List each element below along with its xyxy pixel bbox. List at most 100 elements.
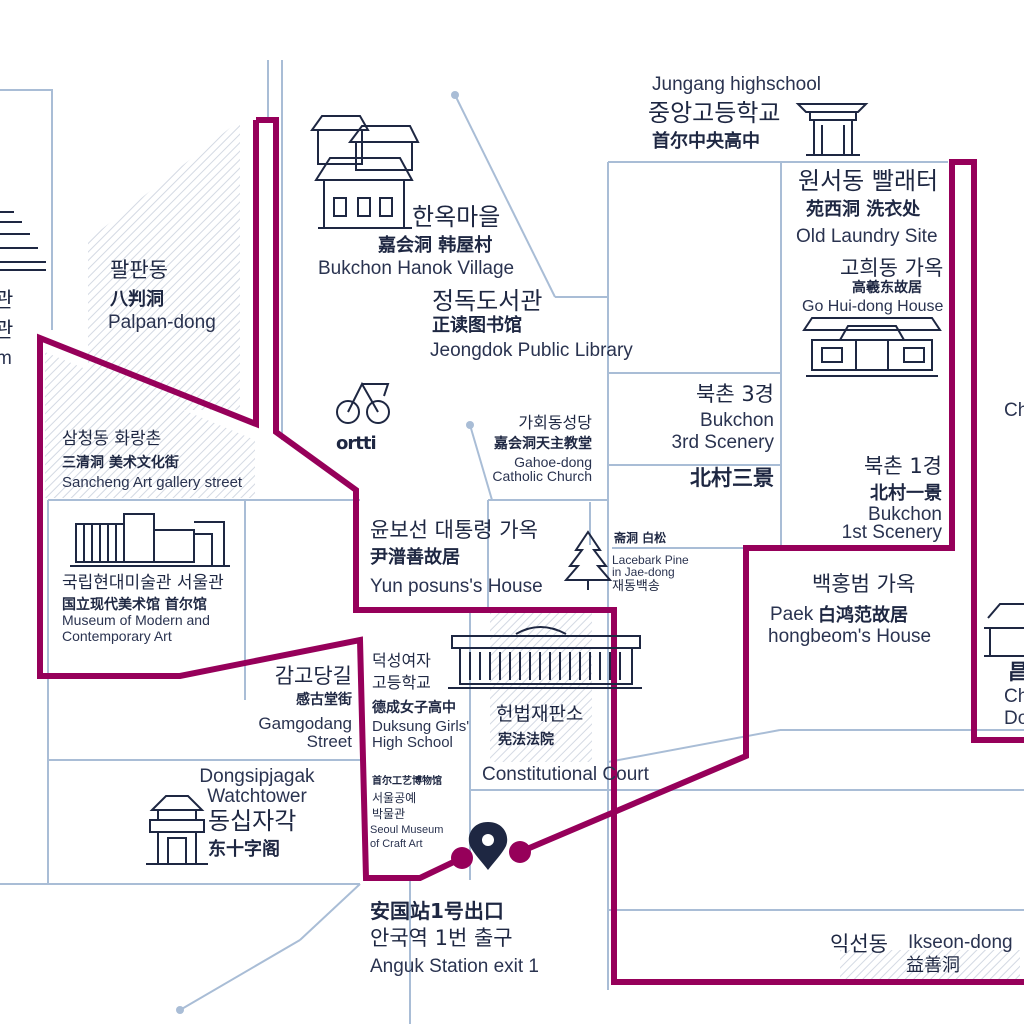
gohuidong-zh: 高羲东故居: [852, 280, 922, 296]
gahoe-en2: Catholic Church: [492, 468, 592, 484]
ikseon-en: Ikseon-dong: [908, 932, 1013, 953]
ortti-logo: ortti: [336, 433, 377, 454]
laundry-en: Old Laundry Site: [796, 226, 938, 247]
route-east[interactable]: [518, 159, 1024, 855]
palpan-zh: 八判洞: [110, 289, 164, 310]
duksung-ko1: 덕성여자: [372, 651, 431, 670]
edge-left-3: m: [0, 348, 12, 369]
edge-left-2: 관: [0, 318, 14, 342]
anguk-ko: 안국역 1번 출구: [370, 926, 513, 950]
edge-right-ch: Ch: [1004, 400, 1024, 421]
scenery3-zh: 北村三景: [690, 466, 774, 490]
gamgodang-en2: Street: [306, 732, 352, 751]
scenery1-en1: Bukchon: [868, 504, 942, 525]
dongsip-en2: Watchtower: [207, 786, 307, 807]
ikseon-zh: 益善洞: [906, 955, 960, 976]
laundry-zh: 苑西洞 洗衣处: [806, 199, 921, 220]
laundry-ko: 원서동 빨래터: [798, 167, 939, 195]
watchtower-icon: [146, 795, 208, 865]
craft-en1: Seoul Museum: [370, 824, 444, 836]
gamgodang-ko: 감고당길: [274, 664, 352, 688]
gohuidong-ko: 고희동 가옥: [840, 256, 944, 280]
scenery3-en2: 3rd Scenery: [671, 432, 774, 453]
house-icon: [802, 317, 942, 377]
craft-en2: of Craft Art: [370, 838, 423, 850]
dongsip-ko: 동십자각: [208, 807, 297, 835]
edge-right-ko: 昌: [1008, 660, 1024, 684]
anguk-en: Anguk Station exit 1: [370, 956, 539, 977]
paek-ko: 백홍범 가옥: [812, 572, 916, 596]
hanok-icon: [310, 115, 420, 229]
jungang-ko: 중앙고등학교: [648, 99, 781, 127]
craft-ko1: 서울공예: [372, 791, 417, 805]
pine-en2: in Jae-dong: [612, 565, 675, 579]
scenery1-zh: 北村一景: [870, 483, 942, 504]
route-start-dot-right[interactable]: [509, 841, 531, 863]
edge-right-ch2: Ch: [1004, 686, 1024, 707]
yunposun-zh: 尹潽善故居: [370, 547, 460, 568]
dongsip-en1: Dongsipjagak: [199, 766, 315, 787]
paek-zh: 白鸿范故居: [818, 605, 908, 626]
gate-edge-icon: [984, 603, 1024, 657]
gahoe-en1: Gahoe-dong: [514, 454, 592, 470]
dongsip-zh: 东十字阁: [208, 839, 280, 860]
mmca-zh: 国立现代美术馆 首尔馆: [62, 597, 207, 613]
ikseon-ko: 익선동: [830, 932, 888, 956]
jeongdok-zh: 正读图书馆: [432, 315, 522, 336]
hanok-zh: 嘉会洞 韩屋村: [378, 235, 493, 256]
anguk-zh: 安国站1号出口: [370, 899, 504, 923]
gamgodang-zh: 感古堂街: [296, 692, 352, 708]
craft-zh: 首尔工艺博物馆: [372, 776, 442, 787]
paek-en2: hongbeom's House: [768, 626, 932, 647]
samcheong-ko: 삼청동 화랑촌: [62, 429, 162, 449]
scenery1-ko: 북촌 1경: [864, 454, 942, 478]
pine-tree-icon: [563, 530, 613, 590]
pine-zh: 斋洞 白松: [614, 531, 667, 545]
route-west[interactable]: [256, 117, 1024, 985]
scenery3-ko: 북촌 3경: [696, 382, 774, 406]
location-pin-icon[interactable]: [468, 822, 508, 870]
court-en: Constitutional Court: [482, 764, 649, 785]
jeongdok-ko: 정독도서관: [432, 287, 543, 315]
palpan-ko: 팔판동: [110, 258, 168, 282]
street-nodes: [176, 91, 474, 1014]
gohuidong-en: Go Hui-dong House: [802, 298, 944, 315]
duksung-en1: Duksung Girls': [372, 718, 470, 735]
gahoe-ko: 가회동성당: [518, 413, 592, 432]
school-gate-icon: [795, 103, 869, 156]
mmca-ko: 국립현대미술관 서울관: [62, 573, 224, 593]
hanok-ko: 한옥마을: [412, 203, 501, 231]
pine-en1: Lacebark Pine: [612, 553, 689, 567]
duksung-zh: 德成女子高中: [372, 700, 456, 716]
paek-en1: Paek: [770, 604, 814, 625]
bicycle-icon: [336, 381, 390, 424]
court-ko: 헌법재판소: [496, 703, 584, 725]
gahoe-zh: 嘉会洞天主教堂: [494, 436, 592, 452]
museum-icon: [70, 513, 230, 567]
pagoda-edge-icon: [0, 211, 46, 271]
edge-left-1: 관: [0, 288, 14, 312]
pine-ko: 재동백송: [612, 579, 660, 594]
route-north-loop[interactable]: [37, 120, 464, 881]
duksung-ko2: 고등학교: [372, 673, 431, 692]
palpan-en: Palpan-dong: [108, 312, 216, 333]
route-start-dot-left[interactable]: [451, 847, 473, 869]
jungang-en: Jungang highschool: [652, 74, 822, 95]
mmca-en2: Contemporary Art: [62, 628, 172, 644]
court-zh: 宪法法院: [498, 732, 554, 748]
scenery1-en2: 1st Scenery: [841, 522, 942, 543]
duksung-en2: High School: [372, 734, 453, 751]
yunposun-ko: 윤보선 대통령 가옥: [370, 518, 538, 542]
court-building-icon: [448, 626, 642, 689]
jeongdok-en: Jeongdok Public Library: [430, 340, 633, 361]
yunposun-en: Yun posuns's House: [370, 576, 543, 597]
edge-right-do: Do: [1004, 708, 1024, 729]
samcheong-en: Sancheng Art gallery street: [62, 474, 243, 491]
streets: [0, 60, 1024, 1024]
jungang-zh: 首尔中央高中: [652, 131, 760, 152]
mmca-en1: Museum of Modern and: [62, 612, 210, 628]
gamgodang-en1: Gamgodang: [258, 714, 352, 733]
